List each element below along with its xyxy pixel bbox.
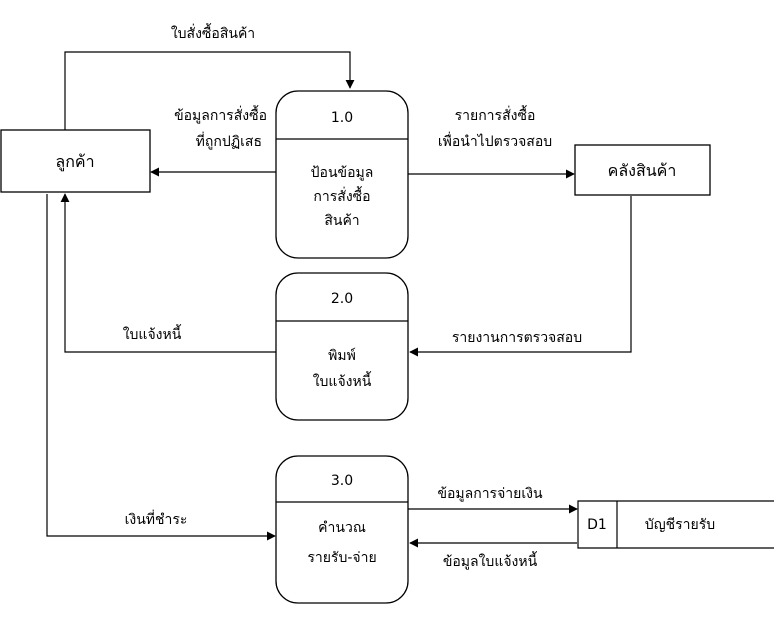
- process-1-name-line1: ป้อนข้อมูล: [311, 165, 374, 181]
- process-3-name-line1: คำนวณ: [318, 520, 366, 536]
- flow-check-report-label: รายงานการตรวจสอบ: [452, 330, 582, 346]
- flow-payment-line: [46, 194, 276, 541]
- process-3-name-line2: รายรับ-จ่าย: [307, 550, 376, 566]
- flow-rejected-order-label-line2: ที่ถูกปฏิเสธ: [196, 132, 262, 150]
- process-1-name-line3: สินค้า: [324, 213, 359, 229]
- flow-rejected-order-label-line1: ข้อมูลการสั่งซื้อ: [174, 105, 267, 124]
- flow-purchase-order-line: [64, 51, 355, 130]
- flow-invoice-label: ใบแจ้งหนี้: [123, 324, 182, 343]
- process-3-box: [275, 455, 409, 604]
- entity-warehouse-label: คลังสินค้า: [608, 161, 677, 180]
- process-2-box: [275, 272, 409, 421]
- flow-payment-data-label: ข้อมูลการจ่ายเงิน: [437, 486, 543, 502]
- process-2-number: 2.0: [331, 291, 353, 307]
- datastore-name: บัญชีรายรับ: [645, 517, 715, 533]
- process-1-number: 1.0: [331, 110, 353, 126]
- flow-order-list-label-line2: เพื่อนำไปตรวจสอบ: [438, 132, 552, 150]
- process-3-number: 3.0: [331, 473, 353, 489]
- datastore-id: D1: [587, 517, 607, 533]
- process-1-box: [275, 90, 409, 259]
- entity-warehouse-box: [574, 144, 711, 196]
- flow-order-list-label-line1: รายการสั่งซื้อ: [455, 105, 536, 124]
- flow-payment-label: เงินที่ชำระ: [125, 510, 188, 528]
- process-2-name-line1: พิมพ์: [328, 347, 356, 364]
- flow-check-report-line: [409, 196, 632, 357]
- entity-customer-label: ลูกค้า: [55, 152, 94, 172]
- process-2-name-line2: ใบแจ้งหนี้: [313, 371, 372, 390]
- process-1-name-line2: การสั่งซื้อ: [313, 186, 370, 205]
- flow-purchase-order-label: ใบสั่งซื้อสินค้า: [171, 23, 255, 42]
- datastore-outline: [577, 500, 774, 549]
- flow-invoice-line: [60, 193, 276, 353]
- flow-invoice-data-label: ข้อมูลใบแจ้งหนี้: [443, 551, 538, 570]
- entity-customer-box: [0, 129, 151, 193]
